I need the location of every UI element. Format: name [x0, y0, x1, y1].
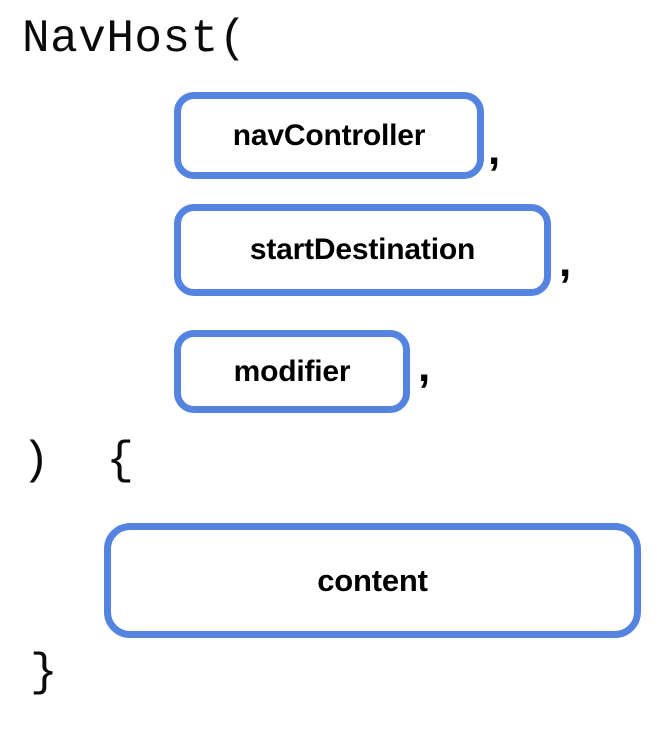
code-line-navhost-open: NavHost( [22, 13, 247, 65]
param-box-modifier[interactable]: modifier [174, 330, 410, 413]
param-label-startdestination: startDestination [249, 233, 476, 266]
code-line-close-brace: } [30, 647, 59, 699]
param-label-content: content [317, 563, 428, 598]
param-separator-navcontroller: , [488, 125, 501, 174]
param-separator-modifier: , [418, 342, 431, 391]
param-label-navcontroller: navController [232, 118, 426, 152]
param-box-navcontroller[interactable]: navController [174, 92, 484, 179]
param-separator-startdestination: , [559, 237, 572, 286]
param-box-content[interactable]: content [104, 523, 641, 638]
code-line-close-paren-open-brace: ) { [22, 435, 135, 487]
param-box-startdestination[interactable]: startDestination [174, 204, 551, 296]
param-label-modifier: modifier [233, 354, 351, 388]
